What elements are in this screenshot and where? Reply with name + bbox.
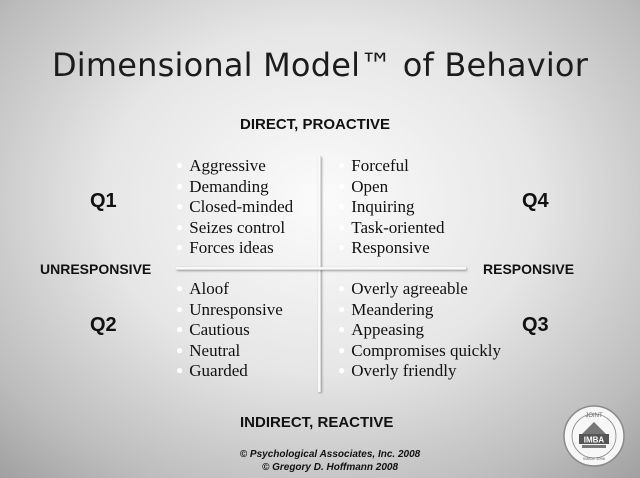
list-item: ●Guarded bbox=[176, 361, 248, 380]
bullet-icon: ● bbox=[338, 178, 346, 193]
bullet-icon: ● bbox=[176, 158, 184, 172]
list-item: ●Cautious bbox=[176, 320, 250, 339]
list-item: ●Open bbox=[338, 176, 389, 196]
list-item: ●Unresponsive bbox=[176, 299, 283, 319]
bullet-icon: ● bbox=[338, 158, 346, 172]
q2-behavior-list: ●Aloof ●Unresponsive ●Cautious ●Neutral … bbox=[176, 279, 283, 382]
list-item: ●Forceful bbox=[338, 156, 409, 175]
list-item: ●Task-oriented bbox=[338, 217, 445, 237]
list-item: ●Demanding bbox=[176, 176, 269, 196]
list-item: ●Forces ideas bbox=[176, 238, 274, 257]
quadrant-label-q4: Q4 bbox=[522, 190, 549, 212]
slide-title: Dimensional Model™ of Behavior bbox=[51, 46, 589, 84]
list-item: ●Meandering bbox=[338, 299, 434, 319]
bullet-icon: ● bbox=[176, 281, 184, 295]
vertical-axis-line bbox=[318, 156, 321, 392]
copyright-credits: © Psychological Associates, Inc. 2008 © … bbox=[180, 448, 480, 474]
bullet-icon: ● bbox=[176, 219, 184, 234]
bullet-icon: ● bbox=[338, 342, 346, 357]
horizontal-axis-line bbox=[176, 267, 466, 270]
list-item: ●Aloof bbox=[176, 279, 229, 298]
bullet-icon: ● bbox=[338, 219, 346, 234]
bullet-icon: ● bbox=[176, 363, 184, 377]
list-item: ●Compromises quickly bbox=[338, 340, 501, 360]
seal-logo-text: IMBA bbox=[584, 436, 605, 445]
bullet-icon: ● bbox=[338, 281, 346, 295]
bullet-icon: ● bbox=[176, 322, 184, 336]
list-item: ●Appeasing bbox=[338, 320, 424, 339]
bullet-icon: ● bbox=[176, 178, 184, 193]
axis-label-right: RESPONSIVE bbox=[483, 261, 575, 277]
q1-behavior-list: ●Aggressive ●Demanding ●Closed-minded ●S… bbox=[176, 156, 293, 259]
axis-label-top: DIRECT, PROACTIVE bbox=[240, 116, 391, 133]
list-item: ●Aggressive bbox=[176, 156, 266, 175]
quadrant-label-q2: Q2 bbox=[90, 314, 117, 336]
list-item: ●Closed-minded bbox=[176, 197, 294, 216]
axis-label-left: UNRESPONSIVE bbox=[40, 261, 152, 277]
axis-label-bottom: INDIRECT, REACTIVE bbox=[240, 414, 394, 431]
quadrant-label-q3: Q3 bbox=[522, 314, 549, 336]
q4-behavior-list: ●Forceful ●Open ●Inquiring ●Task-oriente… bbox=[338, 156, 444, 259]
bullet-icon: ● bbox=[338, 322, 346, 336]
seal-ring-text: JOINT bbox=[585, 413, 603, 419]
copyright-line-1: © Psychological Associates, Inc. 2008 bbox=[239, 449, 421, 460]
seal-sub-text: SINCE 1996 bbox=[583, 456, 606, 461]
bullet-icon: ● bbox=[338, 301, 346, 316]
bullet-icon: ● bbox=[338, 240, 346, 254]
quadrant-label-q1: Q1 bbox=[90, 190, 117, 212]
bullet-icon: ● bbox=[338, 363, 346, 377]
q3-behavior-list: ●Overly agreeable ●Meandering ●Appeasing… bbox=[338, 279, 501, 382]
bullet-icon: ● bbox=[176, 342, 184, 357]
list-item: ●Neutral bbox=[176, 340, 241, 360]
list-item: ●Overly agreeable bbox=[338, 279, 468, 298]
bullet-icon: ● bbox=[176, 199, 184, 213]
list-item: ●Inquiring bbox=[338, 197, 415, 216]
list-item: ●Responsive bbox=[338, 238, 430, 257]
bullet-icon: ● bbox=[176, 240, 184, 254]
copyright-line-2: © Gregory D. Hoffmann 2008 bbox=[261, 462, 399, 473]
list-item: ●Seizes control bbox=[176, 217, 286, 237]
imba-seal-logo: JOINT IMBA SINCE 1996 bbox=[563, 405, 625, 467]
list-item: ●Overly friendly bbox=[338, 361, 457, 380]
bullet-icon: ● bbox=[338, 199, 346, 213]
bullet-icon: ● bbox=[176, 301, 184, 316]
